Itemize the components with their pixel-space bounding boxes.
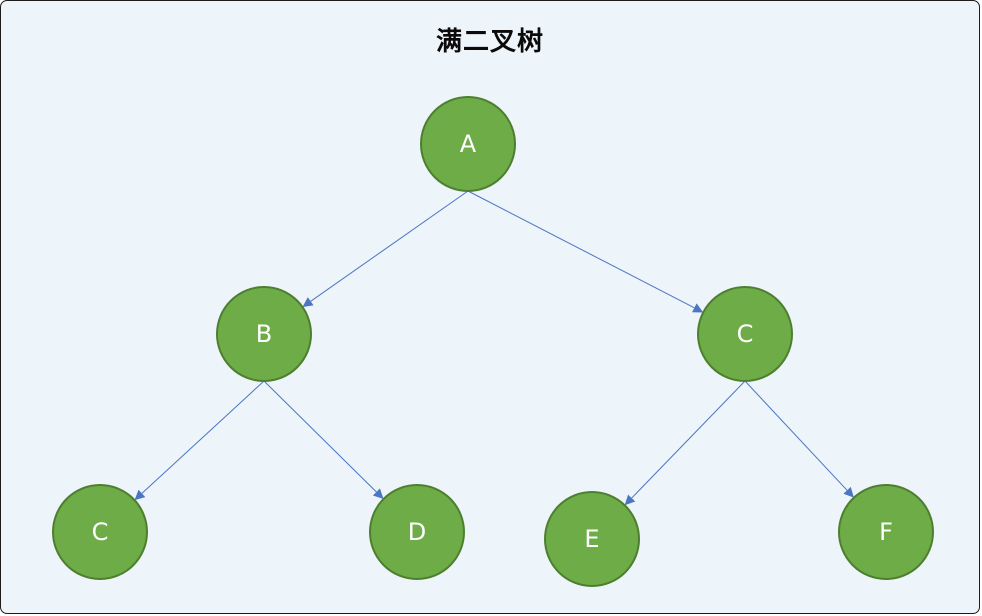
edge-line	[141, 380, 265, 494]
node-label: D	[408, 518, 426, 546]
tree-node-n3: C	[697, 286, 793, 382]
tree-node-n4: C	[52, 484, 148, 580]
edge-line	[744, 380, 848, 491]
arrowhead-icon	[624, 494, 636, 506]
arrowhead-icon	[843, 486, 854, 498]
arrowhead-icon	[134, 489, 146, 501]
tree-node-n2: B	[216, 286, 312, 382]
node-circle	[544, 491, 640, 587]
node-label: E	[584, 525, 599, 553]
edge-c-to-f	[744, 380, 854, 498]
edge-line	[263, 380, 377, 493]
diagram-title: 满二叉树	[435, 27, 544, 57]
tree-node-n7: F	[838, 484, 934, 580]
edge-line	[631, 380, 746, 499]
edge-b-to-c	[134, 380, 265, 501]
edge-line	[310, 190, 469, 302]
tree-node-n1: A	[420, 96, 516, 192]
edge-a-to-c	[467, 190, 704, 313]
edge-a-to-b	[302, 190, 469, 308]
node-circle	[52, 484, 148, 580]
tree-node-n5: D	[369, 484, 465, 580]
node-label: F	[879, 518, 893, 546]
arrowhead-icon	[302, 297, 314, 308]
edge-b-to-d	[263, 380, 384, 499]
node-label: A	[460, 130, 477, 158]
node-circle	[697, 286, 793, 382]
edge-c-to-e	[624, 380, 746, 506]
node-label: C	[92, 518, 109, 546]
node-circle	[838, 484, 934, 580]
tree-node-n6: E	[544, 491, 640, 587]
node-circle	[216, 286, 312, 382]
nodes-layer: A B C C D E F	[52, 96, 934, 587]
node-label: C	[737, 320, 754, 348]
edges-layer	[134, 190, 854, 506]
node-circle	[420, 96, 516, 192]
arrowhead-icon	[372, 488, 384, 499]
arrowhead-icon	[692, 303, 704, 313]
edge-line	[467, 190, 695, 309]
node-label: B	[256, 320, 272, 348]
node-circle	[369, 484, 465, 580]
